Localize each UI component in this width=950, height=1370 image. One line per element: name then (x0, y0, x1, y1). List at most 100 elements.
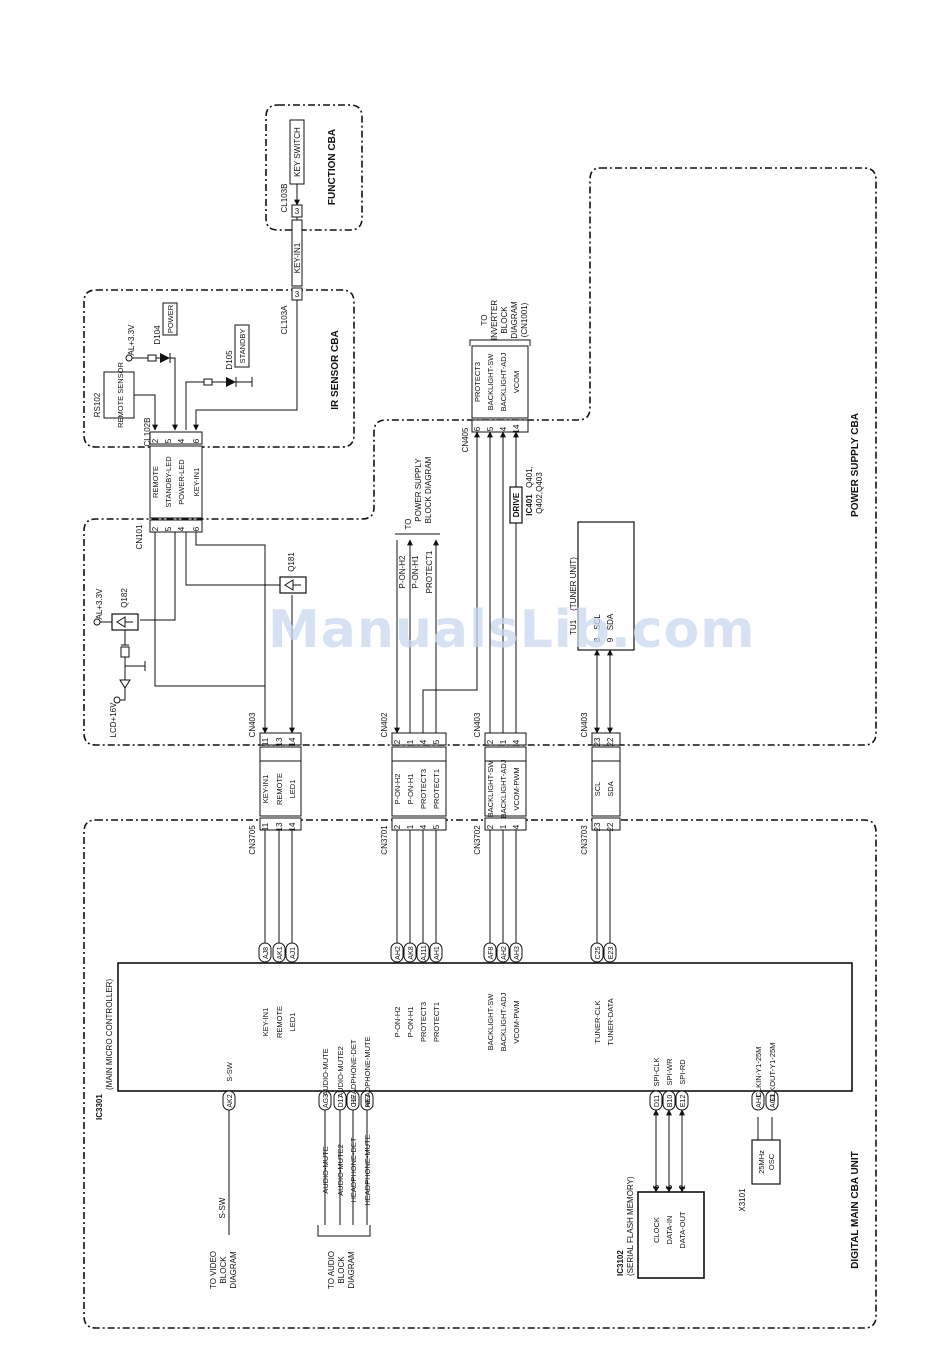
svg-text:TU1 (TUNER UNIT: TU1 (TUNER UNIT) (569, 557, 578, 635)
svg-text:TO VIDEO: TO VIDEO (209, 1251, 218, 1289)
ps-block-reference: TO POWER SUPPLY BLOCK DIAGRAM P-ON-H2 P-… (394, 431, 480, 734)
cn405-signal: PROTECT3 (473, 362, 482, 402)
ic3301-ball: AH2 (395, 946, 402, 960)
svg-text:POWER: POWER (166, 304, 175, 333)
flash-signal: CLOCK (652, 1217, 661, 1243)
ic401-drive: DRIVE IC401 Q401, Q402,Q403 (509, 466, 544, 524)
ic3301-signal: HEADPHONE-MUTE (363, 1036, 372, 1107)
digital-main-cba-title: DIGITAL MAIN CBA UNIT (850, 1151, 861, 1269)
svg-text:Q402,Q403: Q402,Q403 (535, 472, 544, 514)
main-connector-pin: 5 (432, 824, 441, 829)
flash-pin: 2 (678, 1184, 687, 1189)
ic3301-ball: AK8 (408, 946, 415, 959)
ic3301-signal: P-ON-H2 (393, 1007, 402, 1038)
main-connector-signal: SDA (606, 781, 615, 796)
function-cba-title: FUNCTION CBA (327, 129, 338, 205)
svg-text:S-SW: S-SW (218, 1197, 227, 1218)
main-connector-signal: BACKLIGHT-ADJ (499, 759, 508, 818)
svg-text:X3101: X3101 (738, 1188, 747, 1212)
ic3301-ball: AK2 (227, 1094, 234, 1107)
cn101-wiring (140, 532, 295, 734)
ic3301-signal: CLKOUT-Y1-25M (768, 1043, 777, 1102)
cn101-pin: 4 (177, 438, 186, 443)
flash-signal: DATA-IN (665, 1216, 674, 1245)
main-connector-signal: PROTECT3 (419, 769, 428, 809)
ir-sensor-cba-outline (83, 289, 355, 448)
svg-text:BLOCK DIAGRAM: BLOCK DIAGRAM (424, 456, 433, 523)
main-connector-signal: P-ON-H2 (393, 774, 402, 805)
svg-text:P-ON-H2: P-ON-H2 (398, 555, 407, 588)
main-connector-signal: LED1 (288, 780, 297, 799)
ic3102-flash-memory: IC3102 (SERIAL FLASH MEMORY) 6CLOCK5DATA… (616, 1176, 705, 1279)
ic3301-signal: S-SW (225, 1061, 234, 1082)
svg-text:AL+3.3V: AL+3.3V (95, 588, 104, 620)
svg-text:BLOCK: BLOCK (219, 1256, 228, 1284)
main-connector-pin: 23 (593, 822, 602, 831)
ic3301-signal: PROTECT1 (432, 1002, 441, 1042)
cn101-pin: 5 (164, 438, 173, 443)
svg-text:KEY SWITCH: KEY SWITCH (293, 127, 302, 177)
cn101-signal: STANDBY-LED (164, 456, 173, 508)
main-connector-ref: CN3702 (473, 825, 482, 855)
q182-transistor: AL+3.3V Q182 LCD+16V (93, 588, 146, 737)
ic3301-signal: AUDIO-MUTE (321, 1048, 330, 1096)
svg-text:3: 3 (295, 290, 300, 299)
svg-text:Q181: Q181 (287, 552, 296, 572)
audio-signal: HEADPHONE-MUTE (363, 1134, 372, 1205)
psu-connector-pin: 23 (593, 737, 602, 746)
ic3301-ball: C25 (595, 946, 602, 959)
ic3301-ball: AG1 (770, 1094, 777, 1108)
ic3301-signal: CLKIN-Y1-25M (754, 1047, 763, 1098)
ic3301-ball: AH3 (514, 946, 521, 960)
main-connector-signal: PROTECT1 (432, 769, 441, 809)
ic3301-signal: BACKLIGHT-ADJ (499, 992, 508, 1051)
cn101-connector: 2REMOTE25STANDBY-LED54POWER-LED46KEY-IN1… (135, 431, 203, 549)
ic3301-ball: AJ11 (421, 945, 428, 961)
main-connector-ref: CN3705 (248, 825, 257, 855)
ic3301-ball: C17 (351, 1094, 358, 1107)
svg-text:DRIVE: DRIVE (512, 492, 521, 517)
ic3301-ball: E23 (608, 947, 615, 960)
main-connector-pin: 4 (512, 824, 521, 829)
svg-text:(MAIN MICRO CONTROLLER): (MAIN MICRO CONTROLLER) (105, 979, 114, 1090)
function-cba-outline (265, 104, 363, 231)
inverter-label: INVERTER (490, 300, 499, 341)
main-connector-pin: 4 (419, 824, 428, 829)
svg-text:IC3301: IC3301 (95, 1094, 104, 1120)
ic3301-ball: AH1 (756, 1094, 763, 1108)
main-connector-signal: KEY-IN1 (261, 775, 270, 804)
psu-connector-pin: 14 (288, 737, 297, 746)
svg-text:Q182: Q182 (120, 588, 129, 608)
main-connector-ref: CN3701 (380, 825, 389, 855)
ic3301-signal: VCOM-PWM (512, 1000, 521, 1043)
audio-signal: AUDIO-MUTE2 (336, 1144, 345, 1196)
psu-connector-ref: CN403 (580, 712, 589, 737)
main-connector-pin: 14 (288, 822, 297, 831)
audio-destination: TO AUDIO BLOCK DIAGRAM (317, 1225, 371, 1289)
svg-text:TO: TO (404, 519, 413, 530)
ic3301-ball: D17 (338, 1094, 345, 1107)
ic3301-ball: AH1 (434, 946, 441, 960)
svg-text:Q401,: Q401, (525, 466, 534, 488)
ic3301-signal: P-ON-H1 (406, 1007, 415, 1038)
cn405-connector: 6PROTECT35BACKLIGHT-SW4BACKLIGHT-ADJ14VC… (461, 300, 531, 452)
cn101-pin: 6 (192, 526, 201, 531)
flash-pin: 6 (652, 1184, 661, 1189)
psu-connector-pin: 5 (432, 739, 441, 744)
svg-text:8: 8 (593, 637, 602, 642)
ic3301-signal: SPI-WR (665, 1058, 674, 1086)
svg-text:REMOTE SENSOR: REMOTE SENSOR (116, 361, 125, 427)
svg-text:P-ON-H1: P-ON-H1 (411, 555, 420, 588)
function-connector: 3 CL103B (280, 184, 303, 218)
ic3301-signal: SPI-CLK (652, 1057, 661, 1086)
svg-text:CL103B: CL103B (280, 184, 289, 213)
cn405-pin: 6 (473, 426, 482, 431)
svg-text:PROTECT1: PROTECT1 (425, 550, 434, 593)
svg-text:KEY-IN1: KEY-IN1 (293, 242, 302, 273)
audio-signal: HEADPHONE-DET (349, 1137, 358, 1202)
ic3301-signal: KEY-IN1 (261, 1008, 270, 1037)
standby-led: D105 STANDBY (185, 324, 253, 430)
key-in1-cable: KEY-IN1 3 CL103A (193, 217, 303, 431)
